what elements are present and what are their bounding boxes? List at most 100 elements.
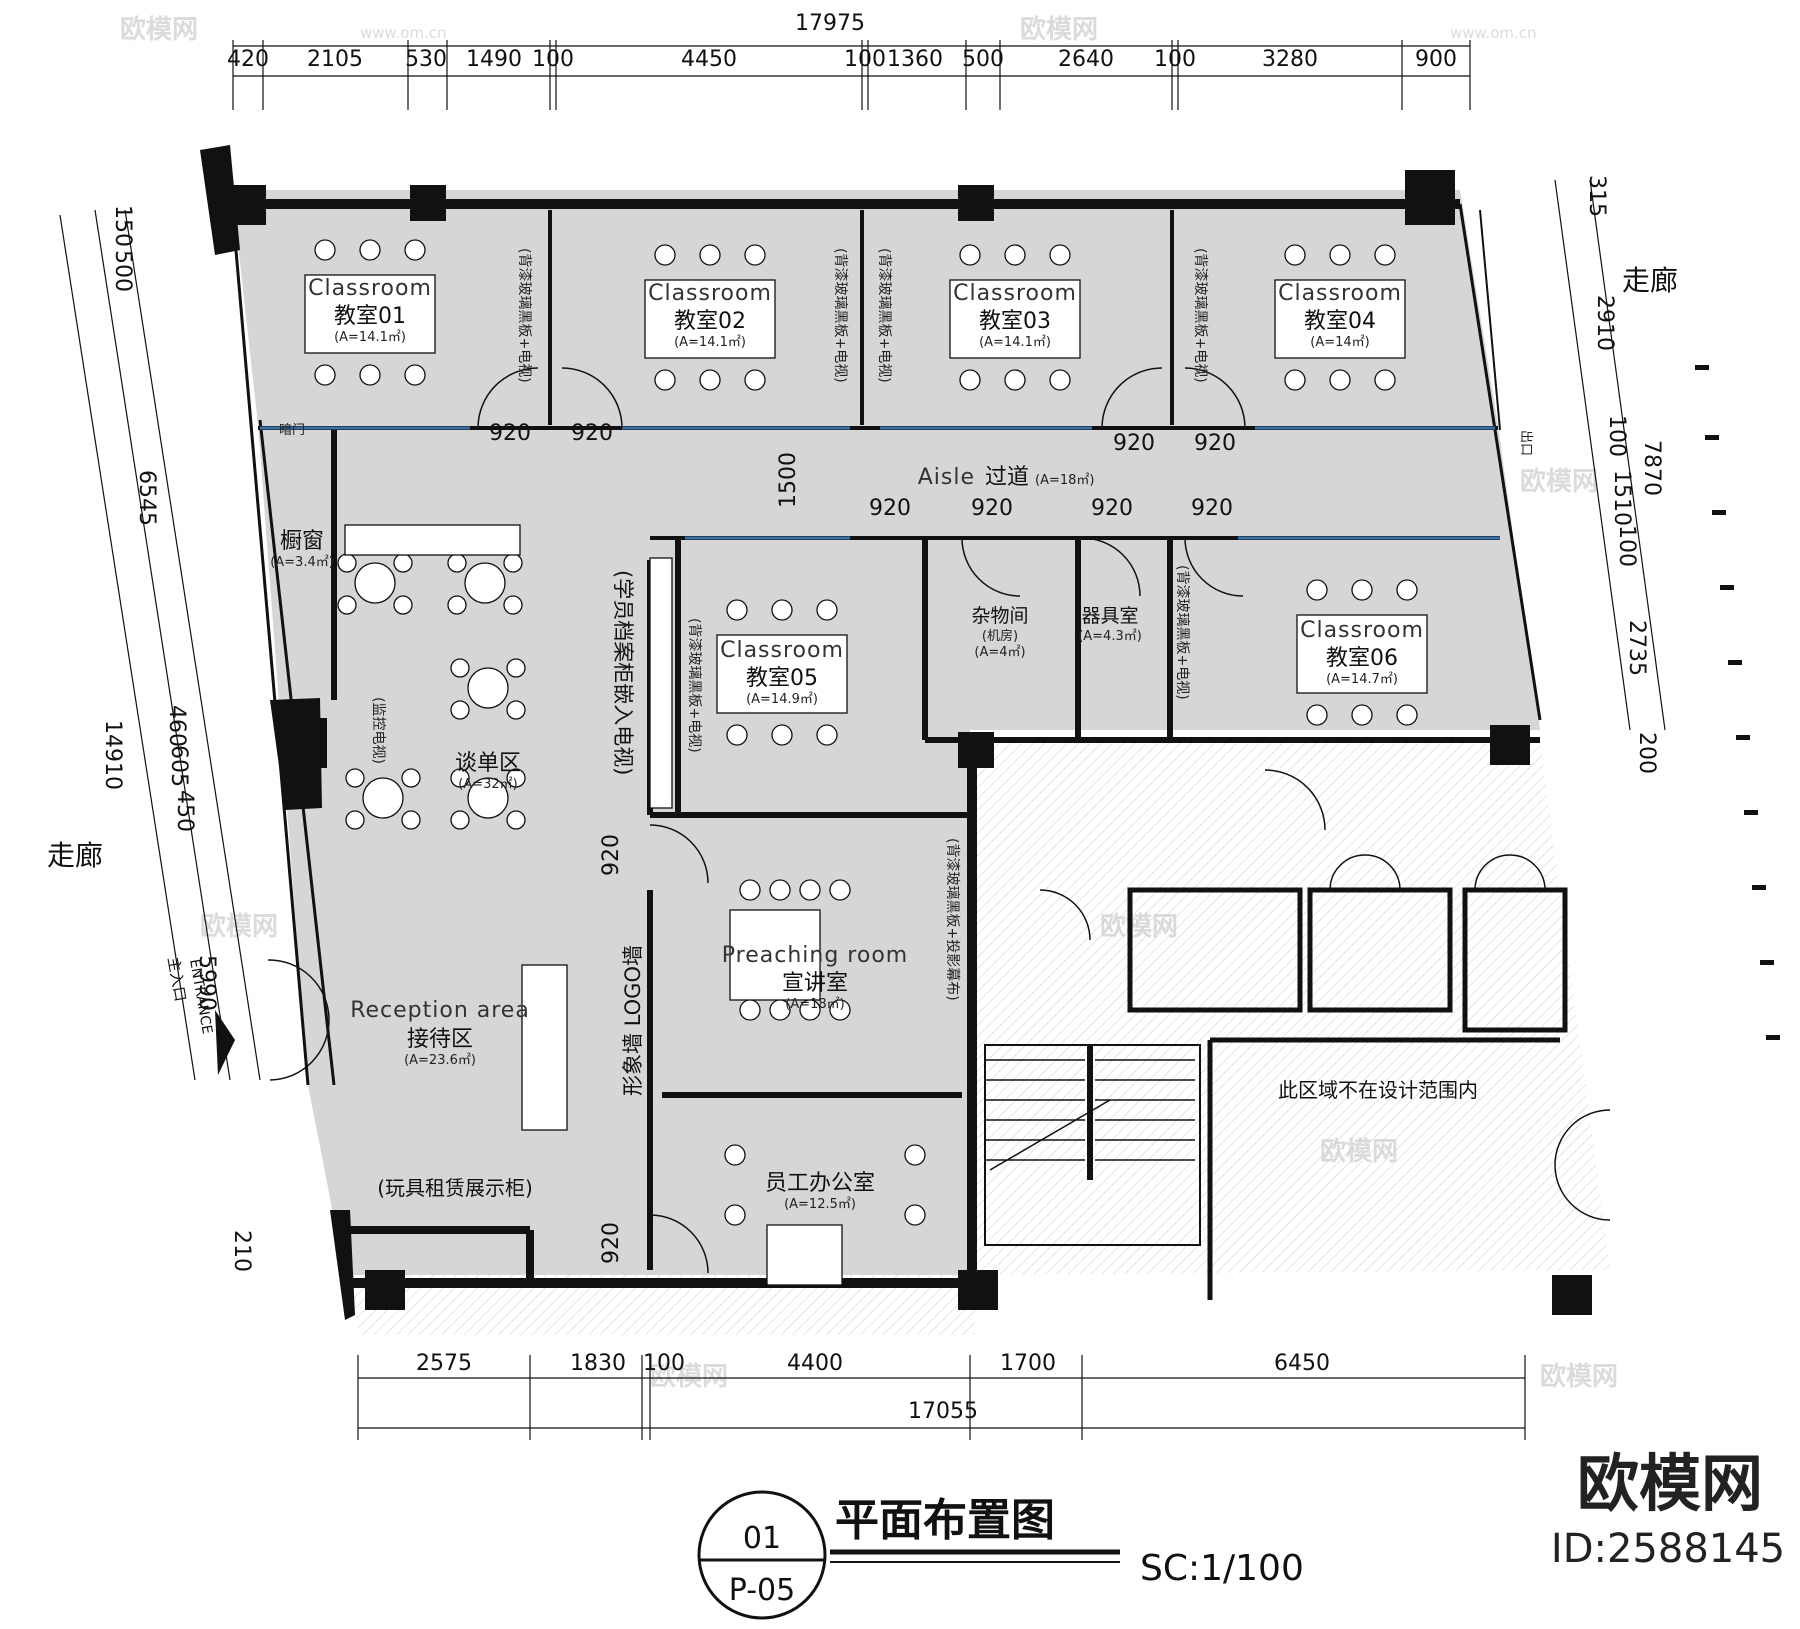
chair xyxy=(503,553,523,573)
drawing-number: 01 xyxy=(743,1521,781,1556)
watermark-text: 欧模网 xyxy=(1540,1361,1618,1392)
right-dim-label: 315 xyxy=(1584,175,1609,217)
classroom-03-en: Classroom xyxy=(953,281,1077,306)
door-dimension-labels: 920 920 920 920 920 920 920 920 920 920 … xyxy=(489,421,1236,1264)
chair xyxy=(769,999,791,1021)
table xyxy=(729,909,821,1001)
bottom-dim-label: 1830 xyxy=(570,1351,626,1376)
door-width-label: 920 xyxy=(489,421,531,446)
door-width-label: 920 xyxy=(571,421,613,446)
top-dim-label: 100 xyxy=(532,47,574,72)
corridor-label-left: 走廊 xyxy=(47,839,103,872)
chair xyxy=(450,658,470,678)
preaching-room-name: 宣讲室 xyxy=(782,971,848,996)
left-dim-label: 5990 xyxy=(194,955,219,1011)
chair xyxy=(404,364,426,386)
chair xyxy=(447,553,467,573)
chair xyxy=(699,369,721,391)
talk-area-name: 谈单区 xyxy=(455,751,521,776)
chair xyxy=(1374,369,1396,391)
classroom-01-name: 教室01 xyxy=(334,304,406,329)
top-dim-label: 900 xyxy=(1415,47,1457,72)
door-width-label: 920 xyxy=(869,496,911,521)
bottom-dim-label: 2575 xyxy=(416,1351,472,1376)
table xyxy=(949,279,1081,359)
chair xyxy=(506,768,526,788)
table xyxy=(716,634,848,714)
brand-logo-text: 欧模网 xyxy=(1577,1447,1763,1520)
top-dim-label: 100 xyxy=(844,47,886,72)
watermark-text: 欧模网 xyxy=(1520,466,1598,497)
chair xyxy=(769,879,791,901)
chair xyxy=(345,810,365,830)
furniture xyxy=(304,239,1428,1286)
chair xyxy=(816,724,838,746)
right-dim-label: 1510 xyxy=(1609,470,1634,526)
classroom-05-name: 教室05 xyxy=(746,666,818,691)
chair xyxy=(1284,369,1306,391)
chair xyxy=(450,810,470,830)
entrance-cn: 主入口 xyxy=(164,956,190,1003)
storage-name: 杂物间 xyxy=(971,605,1028,627)
chair xyxy=(1049,369,1071,391)
chair xyxy=(724,1204,746,1226)
chair xyxy=(314,239,336,261)
entrance-arrow-icon xyxy=(215,1010,235,1075)
chair xyxy=(799,999,821,1021)
sheet-number: P-05 xyxy=(729,1573,795,1608)
bottom-dim-label: 1700 xyxy=(1000,1351,1056,1376)
chair xyxy=(1049,244,1071,266)
watermark-site: www.om.cn xyxy=(1450,24,1537,42)
chair xyxy=(1306,579,1328,601)
annotation-notes: (背漆玻璃黑板+电视) (背漆玻璃黑板+电视) (背漆玻璃黑板+电视) (背漆玻… xyxy=(279,248,1533,1200)
chair xyxy=(1351,579,1373,601)
classroom-05-area: (A=14.9㎡) xyxy=(746,692,818,707)
right-dimensions xyxy=(1554,179,1666,731)
chair xyxy=(739,999,761,1021)
chair xyxy=(724,1144,746,1166)
top-total-dimension: 17975 xyxy=(795,11,865,36)
chair xyxy=(393,595,413,615)
toy-cabinet-note: (玩具租赁展示柜) xyxy=(377,1176,533,1200)
chair xyxy=(450,700,470,720)
classroom-06-en: Classroom xyxy=(1300,618,1424,643)
bottom-dimensions xyxy=(357,1355,1526,1440)
chair xyxy=(726,724,748,746)
door-width-label: 920 xyxy=(1194,431,1236,456)
table xyxy=(344,524,521,556)
chair xyxy=(829,999,851,1021)
chair xyxy=(401,768,421,788)
bottom-dim-label: 100 xyxy=(643,1351,685,1376)
left-dimensions xyxy=(59,209,261,1081)
equipment-room-area: (A=4.3㎡) xyxy=(1078,629,1142,644)
logo-wall-note: 形象墙 LOGO墙 xyxy=(621,945,645,1096)
watermark-text: 欧模网 xyxy=(1020,14,1098,45)
classroom-01-en: Classroom xyxy=(308,276,432,301)
round-table xyxy=(362,777,404,819)
drawing-title: 平面布置图 xyxy=(835,1495,1055,1546)
chair xyxy=(404,239,426,261)
right-dim-label: 100 xyxy=(1614,525,1639,567)
monitor-note: (监控电视) xyxy=(370,697,386,764)
drawing-scale: SC:1/100 xyxy=(1140,1548,1304,1589)
cabinet-note: (学员档案柜嵌入电视) xyxy=(611,570,635,775)
table xyxy=(304,274,436,354)
top-dim-label: 2105 xyxy=(307,47,363,72)
left-dim-label: 450 xyxy=(172,790,197,832)
chair xyxy=(959,244,981,266)
watermark-text: 欧模网 xyxy=(120,14,198,45)
left-dim-label: 605 xyxy=(166,745,191,787)
staircase xyxy=(985,1059,1195,1171)
round-table xyxy=(354,562,396,604)
right-dimension-labels: 315 2910 100 7870 1510 100 2735 200 xyxy=(1584,175,1664,774)
chair xyxy=(1284,244,1306,266)
chair xyxy=(829,879,851,901)
chair xyxy=(503,595,523,615)
chair xyxy=(1396,704,1418,726)
classroom-06-area: (A=14.7㎡) xyxy=(1326,672,1398,687)
right-dim-label: 2910 xyxy=(1592,295,1617,351)
chair xyxy=(816,599,838,621)
top-dimensions xyxy=(232,40,1471,110)
classroom-04-name: 教室04 xyxy=(1304,309,1376,334)
classroom-01-area: (A=14.1㎡) xyxy=(334,330,406,345)
